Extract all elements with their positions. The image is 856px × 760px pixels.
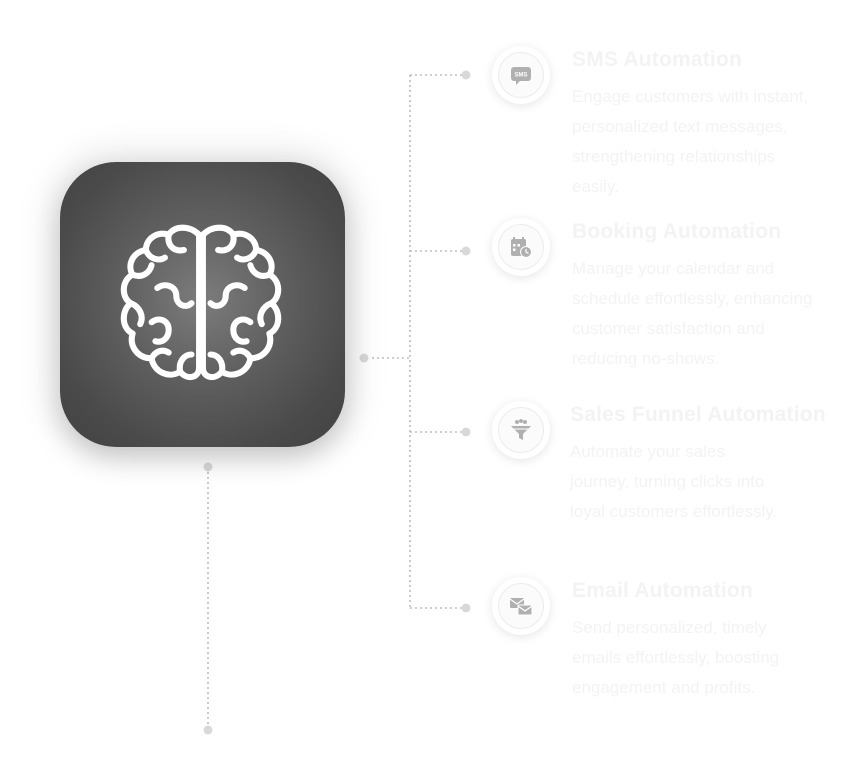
feature-title: Sales Funnel Automation bbox=[570, 403, 826, 426]
brain-icon bbox=[120, 224, 282, 381]
branch-node-booking bbox=[461, 246, 471, 256]
feature-title: Email Automation bbox=[572, 579, 753, 602]
feature-description: Engage customers with instant, personali… bbox=[572, 87, 809, 196]
feature-sms-automation: SMS SMS Automation Engage customers with… bbox=[492, 46, 852, 206]
feature-title: Booking Automation bbox=[572, 220, 782, 243]
calendar-clock-icon bbox=[511, 237, 532, 258]
hub-bottom-node bbox=[203, 462, 213, 472]
feature-icon-badge bbox=[492, 577, 550, 635]
feature-title: SMS Automation bbox=[572, 48, 743, 71]
feature-description: Manage your calendar and schedule effort… bbox=[572, 259, 813, 368]
branch-node-email bbox=[461, 603, 471, 613]
branch-node-sales-funnel bbox=[461, 427, 471, 437]
feature-sales-funnel-automation: Sales Funnel Automation Automate your sa… bbox=[492, 401, 852, 561]
feature-icon-badge bbox=[492, 401, 550, 459]
funnel-icon bbox=[511, 419, 531, 440]
envelopes-icon bbox=[509, 598, 533, 616]
feature-description: Automate your sales journey, turning cli… bbox=[570, 442, 778, 521]
trunk-end-node bbox=[203, 725, 213, 735]
feature-booking-automation: Booking Automation Manage your calendar … bbox=[492, 218, 852, 378]
sms-chat-icon: SMS bbox=[511, 67, 531, 85]
brain-hub-tile bbox=[60, 162, 345, 447]
feature-email-automation: Email Automation Send personalized, time… bbox=[492, 577, 852, 737]
svg-text:SMS: SMS bbox=[514, 73, 527, 79]
feature-description: Send personalized, timely emails effortl… bbox=[572, 618, 780, 697]
feature-icon-badge: SMS bbox=[492, 46, 550, 104]
feature-icon-badge bbox=[492, 218, 550, 276]
branch-node-sms bbox=[461, 70, 471, 80]
hub-right-node bbox=[359, 353, 369, 363]
